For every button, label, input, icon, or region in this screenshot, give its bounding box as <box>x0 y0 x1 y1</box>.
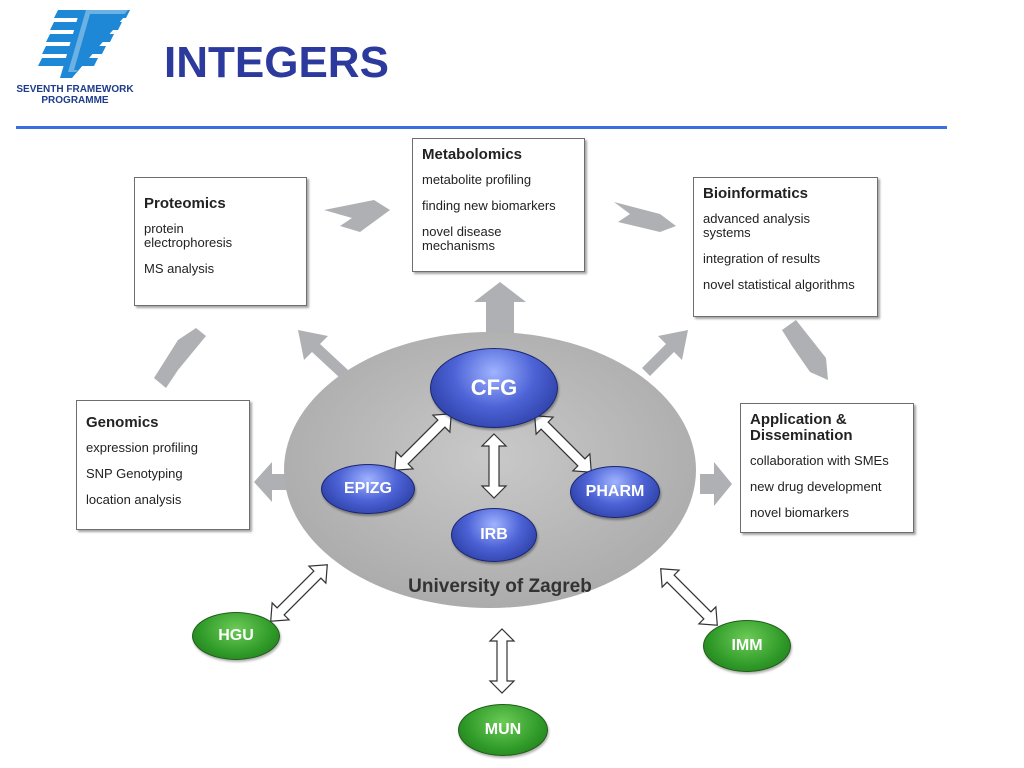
genomics-item-3: location analysis <box>86 492 182 507</box>
genomics-title: Genomics <box>86 414 159 431</box>
double-arrow-mun <box>488 628 516 694</box>
double-arrow-imm <box>660 568 718 626</box>
metabolomics-item-3: novel disease mechanisms <box>422 224 502 253</box>
metabolomics-item-1: metabolite profiling <box>422 172 532 187</box>
fp7-logo-mark <box>38 10 130 78</box>
logo-text-line2: PROGRAMME <box>41 95 109 106</box>
application-item-2: new drug development <box>750 479 882 494</box>
proteomics-item-1: protein electrophoresis <box>144 221 233 250</box>
application-item-3: novel biomarkers <box>750 505 849 520</box>
genomics-box: Genomics expression profiling SNP Genoty… <box>76 400 250 530</box>
bioinformatics-item-3: novel statistical algorithms <box>703 277 855 292</box>
page-title: INTEGERS <box>164 38 389 87</box>
hgu-node: HGU <box>192 612 280 660</box>
proteomics-title: Proteomics <box>144 195 226 212</box>
logo-text-line1: SEVENTH FRAMEWORK <box>16 84 134 95</box>
metabolomics-title: Metabolomics <box>422 146 523 163</box>
double-arrow-cfg-irb <box>480 433 508 499</box>
arrow-to-bioinformatics <box>642 330 688 376</box>
genomics-item-1: expression profiling <box>86 440 199 455</box>
genomics-item-2: SNP Genotyping <box>86 466 183 481</box>
chevron-metabolomics-to-bioinformatics <box>614 202 676 232</box>
application-box: Application & Dissemination collaboratio… <box>740 403 914 533</box>
application-title: Application & Dissemination <box>750 411 853 444</box>
fp7-logo: SEVENTH FRAMEWORK PROGRAMME <box>10 6 140 114</box>
proteomics-box: Proteomics protein electrophoresis MS an… <box>134 177 307 306</box>
bioinformatics-item-1: advanced analysis systems <box>703 211 810 240</box>
metabolomics-box: Metabolomics metabolite profiling findin… <box>412 138 585 272</box>
bioinformatics-title: Bioinformatics <box>703 185 809 202</box>
chevron-proteomics-to-metabolomics <box>324 200 390 232</box>
bioinformatics-box: Bioinformatics advanced analysis systems… <box>693 177 878 317</box>
cycle-arrows <box>154 200 828 388</box>
application-item-1: collaboration with SMEs <box>750 453 889 468</box>
double-arrow-hgu <box>270 564 328 622</box>
cfg-node: CFG <box>430 348 558 428</box>
arrow-to-metabolomics <box>474 282 526 336</box>
metabolomics-item-2: finding new biomarkers <box>422 198 556 213</box>
irb-node: IRB <box>451 508 537 562</box>
pharm-node: PHARM <box>570 466 660 518</box>
university-label: University of Zagreb <box>408 576 592 597</box>
header-divider <box>16 126 947 129</box>
arrow-to-proteomics <box>298 330 348 378</box>
chevron-genomics-to-proteomics <box>154 328 206 388</box>
epizg-node: EPIZG <box>321 464 415 514</box>
proteomics-item-2: MS analysis <box>144 261 215 276</box>
imm-node: IMM <box>703 620 791 672</box>
mun-node: MUN <box>458 704 548 756</box>
chevron-bioinformatics-to-application <box>782 320 828 380</box>
outward-arrows <box>254 282 732 506</box>
arrow-to-genomics <box>254 462 294 502</box>
arrow-to-application <box>700 462 732 506</box>
bioinformatics-item-2: integration of results <box>703 251 821 266</box>
